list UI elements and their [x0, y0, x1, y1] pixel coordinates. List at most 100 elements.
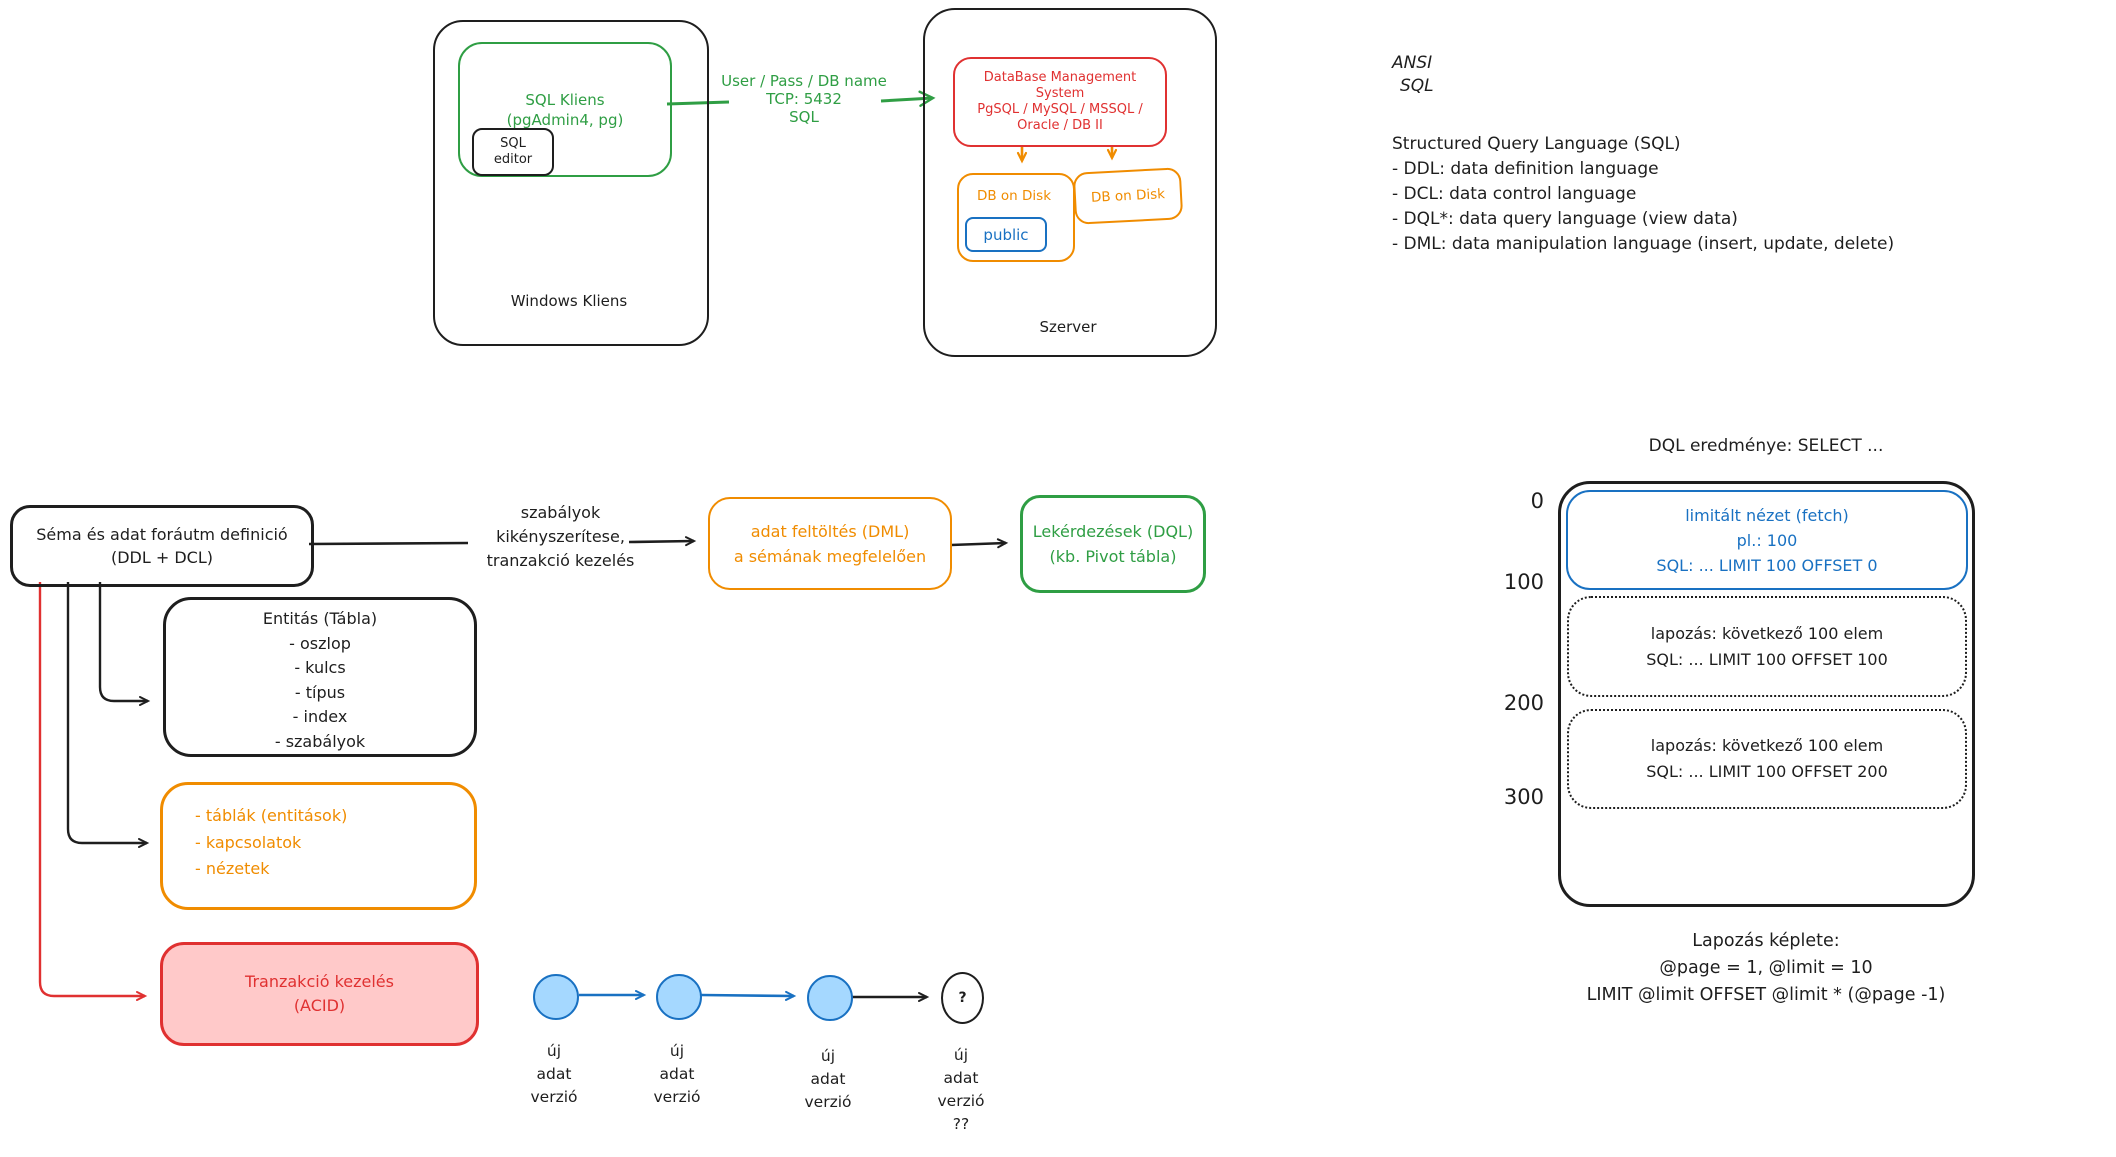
sql-editor-line2: editor	[493, 152, 533, 167]
page3-line1: lapozás: következő 100 elem	[1650, 736, 1884, 755]
dbms-line3: PgSQL / MySQL / MSSQL /	[977, 102, 1143, 117]
sql-editor-line1: SQL	[500, 136, 526, 151]
data-version-circle-1	[533, 974, 579, 1020]
text-line: adat	[536, 1065, 572, 1083]
connection-label: User / Pass / DB name TCP: 5432 SQL	[718, 72, 890, 126]
dml-line2: a sémának megfelelően	[733, 546, 927, 566]
objects-item-nezetek: - nézetek	[195, 859, 270, 878]
pagination-formula: Lapozás képlete: @page = 1, @limit = 10 …	[1560, 928, 1972, 1009]
data-version-circle-2	[656, 974, 702, 1020]
text-line: verzió	[937, 1092, 985, 1110]
windows-client-label: Windows Kliens	[510, 292, 628, 310]
result-set-box: limitált nézet (fetch) pl.: 100 SQL: ...…	[1558, 481, 1975, 907]
entity-item-oszlop: - oszlop	[289, 633, 351, 653]
transaction-line1: Tranzakció kezelés	[245, 972, 394, 991]
sql-notes-item-dml: - DML: data manipulation language (inser…	[1392, 234, 1895, 254]
db-on-disk-left-box	[957, 173, 1075, 262]
sql-notes-item-dcl: - DCL: data control language	[1392, 184, 1637, 204]
dbms-line2: System	[1035, 86, 1085, 101]
scale-label-100: 100	[1503, 570, 1544, 594]
text-line: verzió	[804, 1093, 852, 1111]
server-label: Szerver	[1039, 318, 1097, 336]
scale-label-0: 0	[1530, 489, 1544, 513]
rules-enforcement-label: szabályok kikényszerítese, tranzakció ke…	[458, 501, 663, 573]
fetch-line1: limitált nézet (fetch)	[1685, 505, 1849, 525]
question-mark: ?	[958, 990, 967, 1006]
text-line: ??	[952, 1115, 970, 1133]
entity-item-kulcs: - kulcs	[294, 658, 346, 677]
queries-dql-box: Lekérdezések (DQL) (kb. Pivot tábla)	[1020, 495, 1206, 593]
page3-line2: SQL: ... LIMIT 100 OFFSET 200	[1646, 762, 1888, 781]
dql-line2: (kb. Pivot tábla)	[1049, 547, 1177, 566]
schema-to-entity-arrow	[98, 582, 151, 706]
text-line: adat	[659, 1065, 695, 1083]
page-2-box: lapozás: következő 100 elem SQL: ... LIM…	[1567, 596, 1967, 697]
dbms-box: DataBase Management System PgSQL / MySQL…	[953, 57, 1167, 147]
text-line: új	[669, 1042, 685, 1060]
connection-line1: User / Pass / DB name	[721, 72, 887, 90]
connection-line2: TCP: 5432	[766, 90, 842, 108]
page-3-box: lapozás: következő 100 elem SQL: ... LIM…	[1567, 709, 1967, 809]
entity-item-tipus: - típus	[294, 682, 346, 702]
objects-item-tablak: - táblák (entitások)	[195, 806, 348, 825]
text-line: adat	[943, 1069, 979, 1087]
text-line: verzió	[653, 1088, 701, 1106]
sql-language-notes: Structured Query Language (SQL) - DDL: d…	[1392, 132, 1894, 257]
server-box	[923, 8, 1217, 357]
fetch-line2: pl.: 100	[1736, 530, 1798, 550]
sql-client-line2: (pgAdmin4, pg)	[506, 110, 624, 129]
schema-objects-box: - táblák (entitások) - kapcsolatok - néz…	[160, 782, 477, 910]
db-on-disk-right-box: DB on Disk	[1072, 167, 1184, 225]
transaction-line2: (ACID)	[293, 996, 346, 1015]
schema-to-rules-line	[308, 541, 469, 546]
ansi-line2: SQL	[1400, 76, 1434, 96]
schema-to-transaction-arrow	[38, 582, 148, 1001]
fetch-line3: SQL: ... LIMIT 100 OFFSET 0	[1656, 555, 1878, 575]
entity-table-box: Entitás (Tábla) - oszlop - kulcs - típus…	[163, 597, 477, 757]
text-line: új	[820, 1047, 836, 1065]
ansi-sql-label: ANSI SQL	[1392, 52, 1434, 98]
data-version-circle-3	[807, 975, 853, 1021]
db-on-disk-left-label: DB on Disk	[976, 188, 1052, 204]
formula-line2: @page = 1, @limit = 10	[1659, 958, 1873, 978]
schema-definition-line2: (DDL + DCL)	[110, 548, 214, 567]
unknown-version-circle: ?	[941, 972, 984, 1024]
dbms-line1: DataBase Management	[983, 70, 1137, 85]
dbms-line4: Oracle / DB II	[1017, 118, 1103, 133]
sql-editor-box: SQL editor	[472, 128, 554, 176]
page2-line2: SQL: ... LIMIT 100 OFFSET 100	[1646, 649, 1888, 669]
version-label-4: új adat verzió ??	[900, 1044, 1022, 1136]
connection-line3: SQL	[789, 108, 819, 126]
entity-title: Entitás (Tábla)	[262, 609, 378, 628]
sql-notes-title: Structured Query Language (SQL)	[1392, 134, 1681, 154]
data-load-dml-box: adat feltöltés (DML) a sémának megfelelő…	[708, 497, 952, 590]
dml-to-dql-arrow	[950, 538, 1009, 549]
windows-client-box	[433, 20, 709, 346]
entity-item-szabalyok: - szabályok	[274, 731, 366, 751]
ansi-line1: ANSI	[1392, 53, 1433, 73]
formula-line1: Lapozás képlete:	[1692, 931, 1840, 951]
entity-item-index: - index	[292, 707, 348, 726]
objects-item-kapcsolatok: - kapcsolatok	[195, 832, 302, 852]
dql-line1: Lekérdezések (DQL)	[1032, 522, 1194, 541]
schema-to-objects-arrow	[66, 582, 150, 848]
public-schema-box: public	[965, 217, 1047, 252]
text-line: verzió	[530, 1088, 578, 1106]
dml-line1: adat feltöltés (DML)	[750, 521, 910, 541]
version-label-3: új adat verzió	[767, 1045, 889, 1114]
schema-definition-box: Séma és adat foráutm definició (DDL + DC…	[10, 505, 314, 587]
sql-notes-item-ddl: - DDL: data definition language	[1392, 159, 1659, 179]
schema-definition-line1: Séma és adat foráutm definició	[36, 525, 288, 544]
transaction-acid-box: Tranzakció kezelés (ACID)	[160, 942, 479, 1046]
text-line: adat	[810, 1070, 846, 1088]
limited-view-box: limitált nézet (fetch) pl.: 100 SQL: ...…	[1566, 490, 1968, 590]
sql-notes-item-dql: - DQL*: data query language (view data)	[1392, 209, 1738, 229]
text-line: új	[953, 1046, 969, 1064]
page2-line1: lapozás: következő 100 elem	[1650, 623, 1884, 643]
sql-client-line1: SQL Kliens	[525, 90, 605, 109]
rules-line3: tranzakció kezelés	[486, 551, 635, 570]
text-line: új	[546, 1042, 562, 1060]
version-label-2: új adat verzió	[616, 1040, 738, 1109]
sql-client-box: SQL Kliens (pgAdmin4, pg)	[458, 42, 672, 177]
